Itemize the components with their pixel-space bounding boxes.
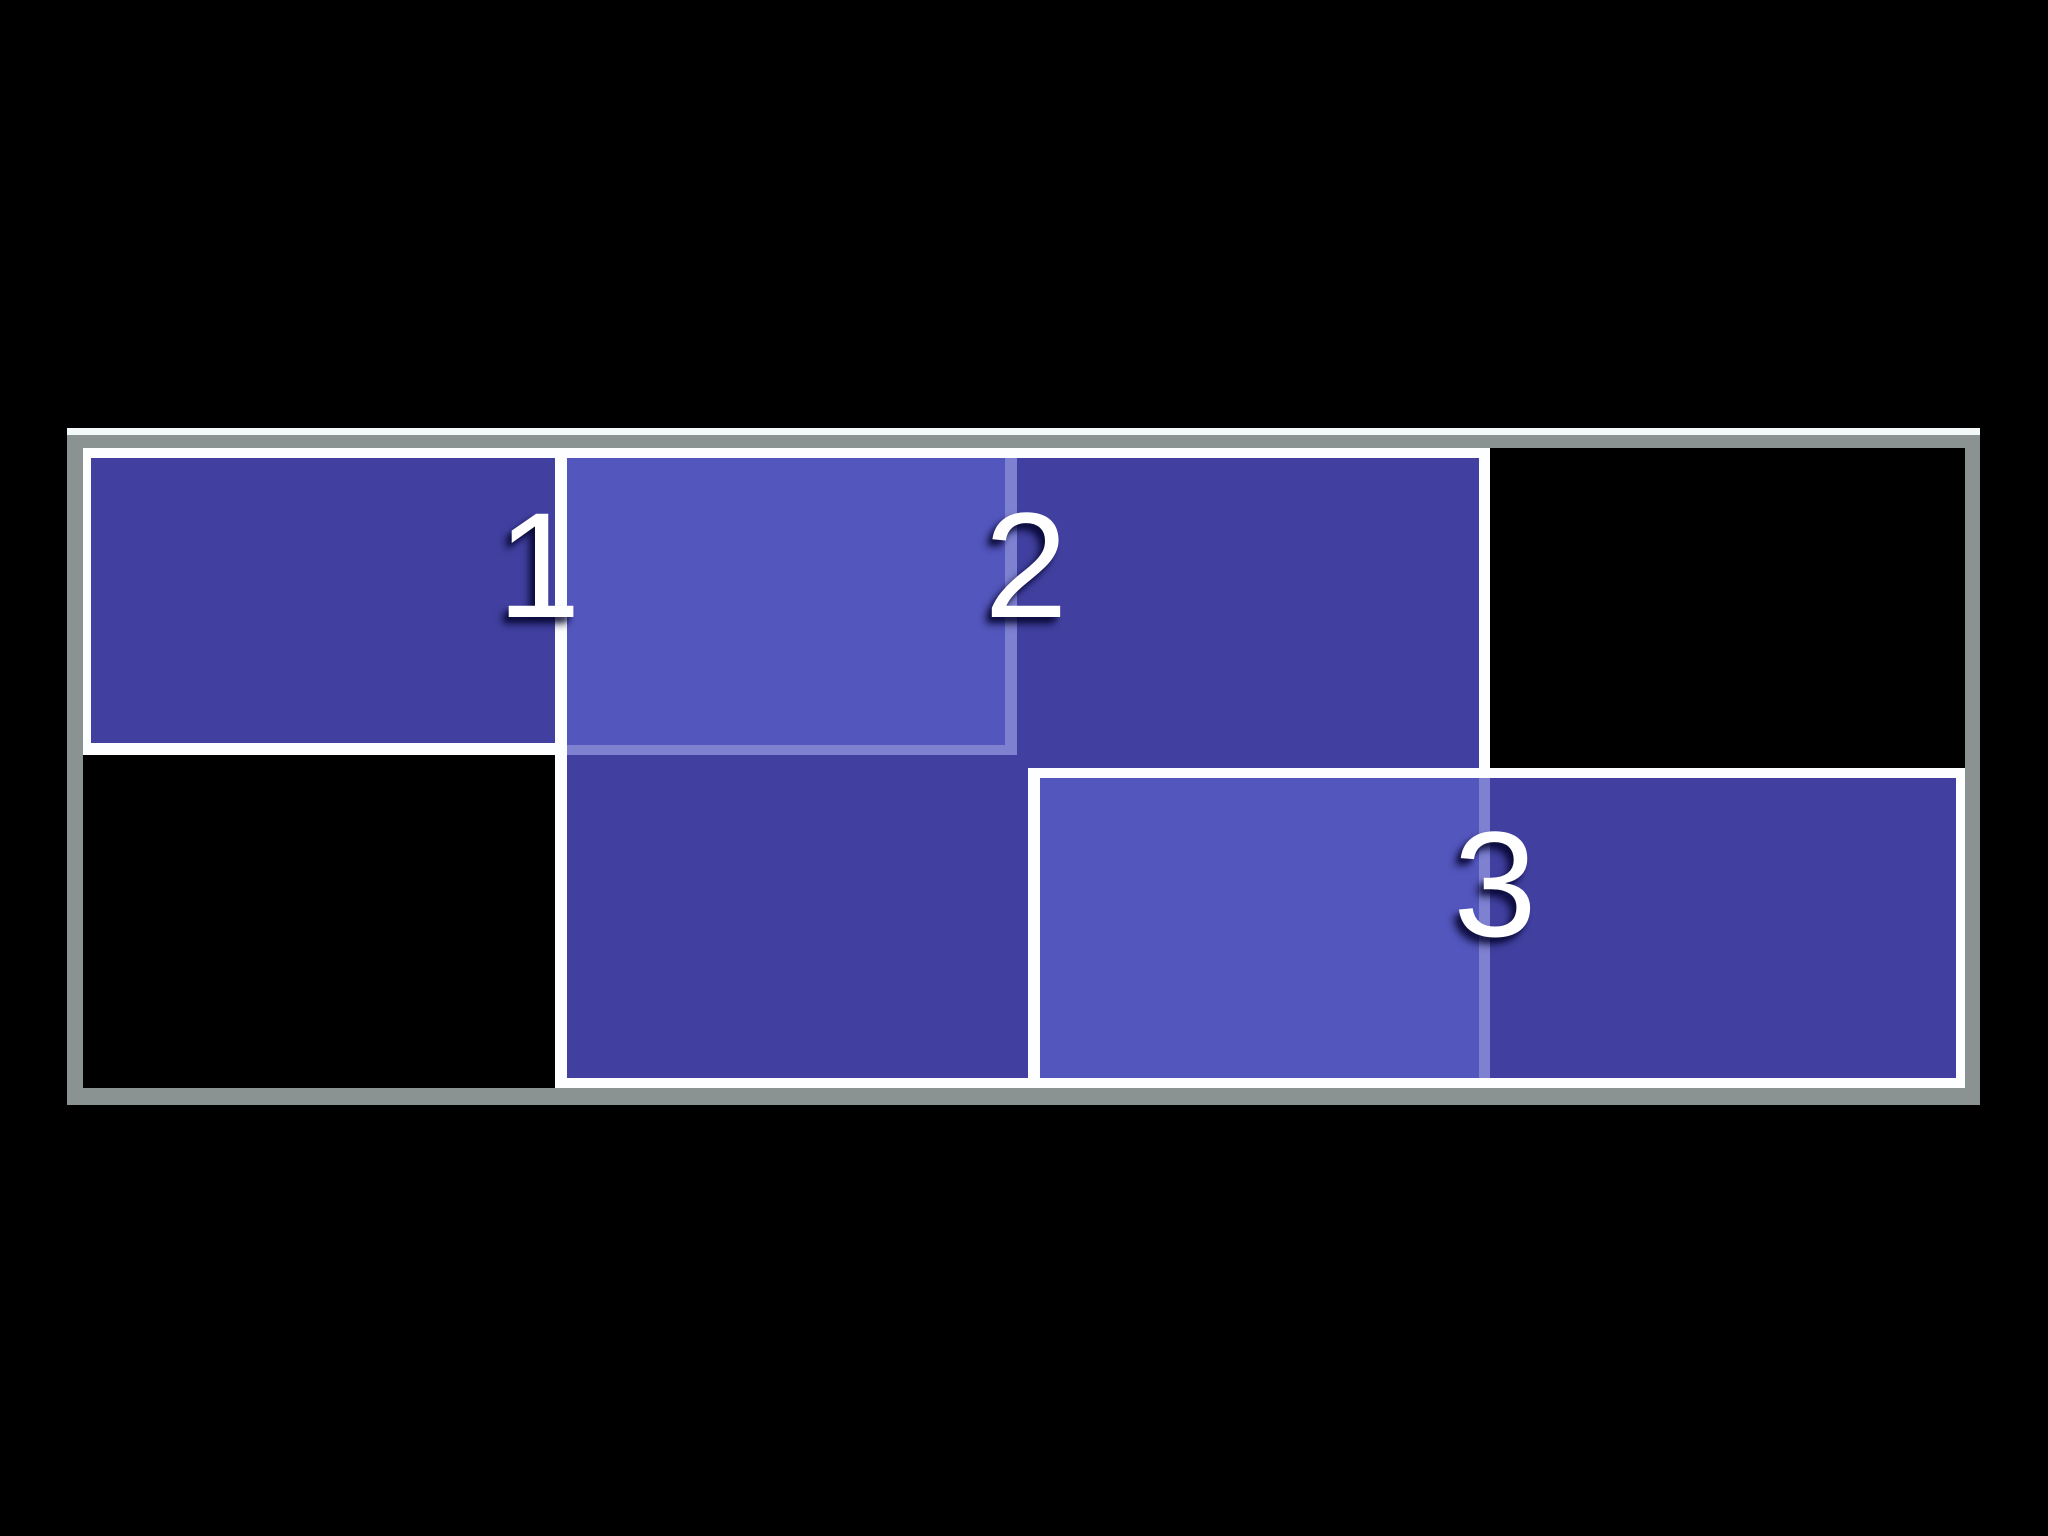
- mark-1-left-border: [83, 448, 91, 755]
- grid-line-top: [83, 448, 1490, 458]
- grid-line-vertical-3: [1956, 768, 1965, 1088]
- board-top-highlight: [67, 428, 1980, 435]
- grid-line-vertical-1: [555, 448, 567, 1078]
- mark-2-label: 2: [984, 481, 1068, 649]
- grid-line-bottom: [555, 1078, 1965, 1088]
- mark-2-box[interactable]: [567, 458, 1005, 745]
- mark-2-bottom-edge: [567, 745, 1017, 755]
- underlay-box-right: [1490, 778, 1956, 1078]
- mark-3-label: 3: [1453, 800, 1537, 968]
- grid-line-vertical-2: [1479, 448, 1490, 768]
- mark-1-box[interactable]: [91, 458, 555, 743]
- mark-1-bottom-border: [83, 743, 567, 755]
- grid-line-middle: [1028, 768, 1965, 778]
- mark-3-box[interactable]: [1040, 778, 1479, 1078]
- grid-board: 1 2 3: [67, 428, 1980, 1105]
- board-inner-area: 1 2 3: [83, 448, 1965, 1088]
- mark-3-left-border: [1028, 768, 1040, 1078]
- mark-3-right-edge: [1479, 778, 1490, 1078]
- mark-1-label: 1: [497, 481, 581, 649]
- mark-2-right-edge: [1005, 458, 1017, 755]
